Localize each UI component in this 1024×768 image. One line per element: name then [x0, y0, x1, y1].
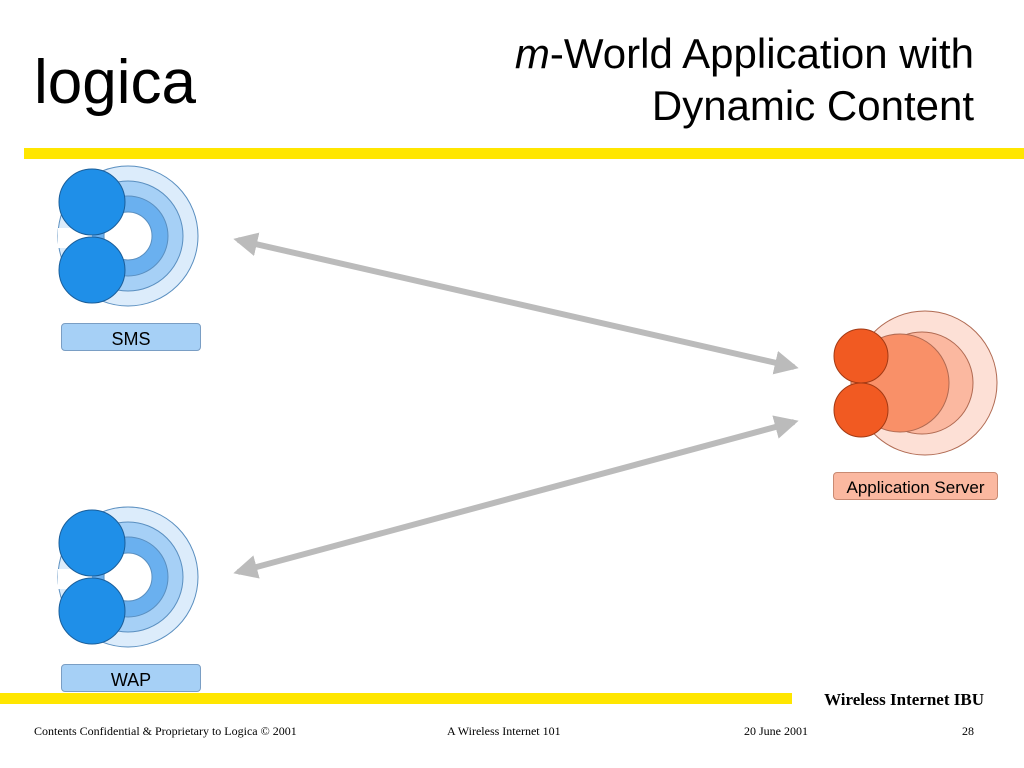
sms-circle-bottom: [58, 236, 126, 304]
server-circle-top: [833, 328, 889, 384]
title-line-1: m-World Application with: [374, 28, 974, 80]
footer-course: A Wireless Internet 101: [447, 724, 561, 738]
wap-label: WAP: [61, 664, 201, 692]
sms-node-icon: [57, 165, 199, 307]
title-line-2: Dynamic Content: [651, 82, 974, 129]
footer-date: 20 June 2001: [744, 724, 808, 738]
slide-title: m-World Application with Dynamic Content: [374, 28, 974, 132]
wap-circle-bottom: [58, 577, 126, 645]
wap-circle-top: [58, 509, 126, 577]
title-line-1-rest: -World Application with: [549, 30, 974, 77]
title-prefix: m: [514, 30, 550, 77]
server-circle-bottom: [833, 382, 889, 438]
footer-confidential: Contents Confidential & Proprietary to L…: [34, 724, 297, 738]
app-server-label: Application Server: [833, 472, 998, 500]
arrow-sms-app-server: [233, 232, 799, 375]
app-server-node-icon: [833, 310, 998, 456]
footer-brand: Wireless Internet IBU: [824, 690, 984, 709]
logo: logica: [34, 48, 196, 117]
sms-label: SMS: [61, 323, 201, 351]
wap-node-icon: [57, 506, 199, 648]
top-divider: [24, 148, 1024, 159]
bottom-divider: [0, 693, 792, 704]
page-number: 28: [962, 724, 974, 738]
sms-circle-top: [58, 168, 126, 236]
arrow-wap-app-server: [233, 415, 799, 579]
